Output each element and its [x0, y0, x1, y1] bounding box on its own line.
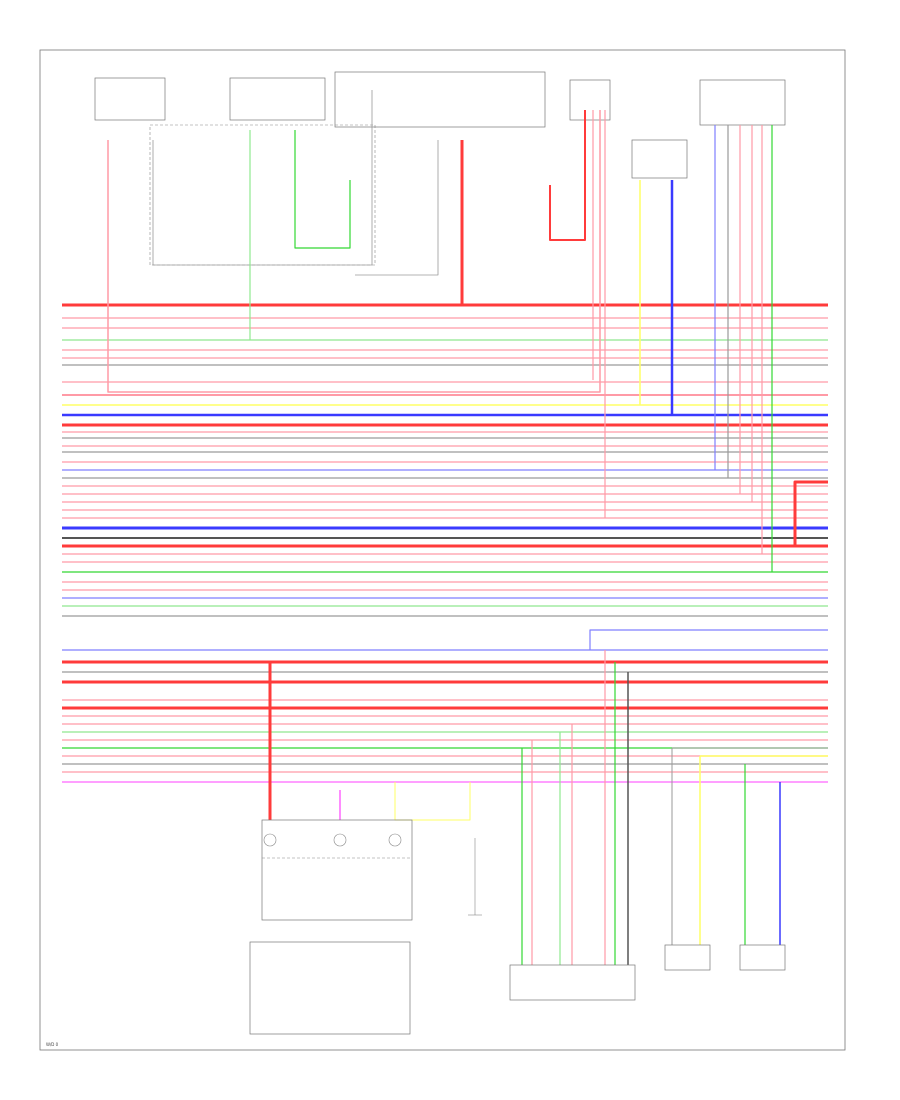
fuse-block-header	[94, 77, 166, 121]
module-pin-a	[263, 833, 277, 847]
right-sensor-a	[664, 944, 711, 971]
relay-block-header	[229, 77, 326, 121]
right-connector-header	[699, 79, 786, 126]
control-module-box	[261, 819, 413, 921]
ground-relay-box	[149, 124, 376, 266]
diagram-border	[39, 49, 846, 1051]
right-sensor-b	[739, 944, 786, 971]
sensor-module-box	[631, 139, 688, 179]
lower-connector-box	[509, 964, 636, 1001]
module-pin-c	[388, 833, 402, 847]
switch-assembly-box	[249, 941, 411, 1035]
wire-51	[152, 90, 373, 266]
footer-code: W/D 0	[46, 1042, 59, 1047]
wire-70	[394, 782, 471, 821]
wire-54	[355, 140, 439, 276]
wire-50	[107, 110, 601, 393]
bottom-components	[249, 819, 786, 1035]
wire-53	[294, 130, 351, 249]
left-connector-header	[569, 79, 611, 121]
top-connectors	[94, 71, 786, 266]
module-pin-b	[333, 833, 347, 847]
wire-67	[793, 480, 828, 546]
wire-56	[549, 110, 586, 241]
junction-block-header	[334, 71, 546, 128]
wire-75	[589, 629, 828, 650]
wire-layer	[62, 90, 828, 965]
